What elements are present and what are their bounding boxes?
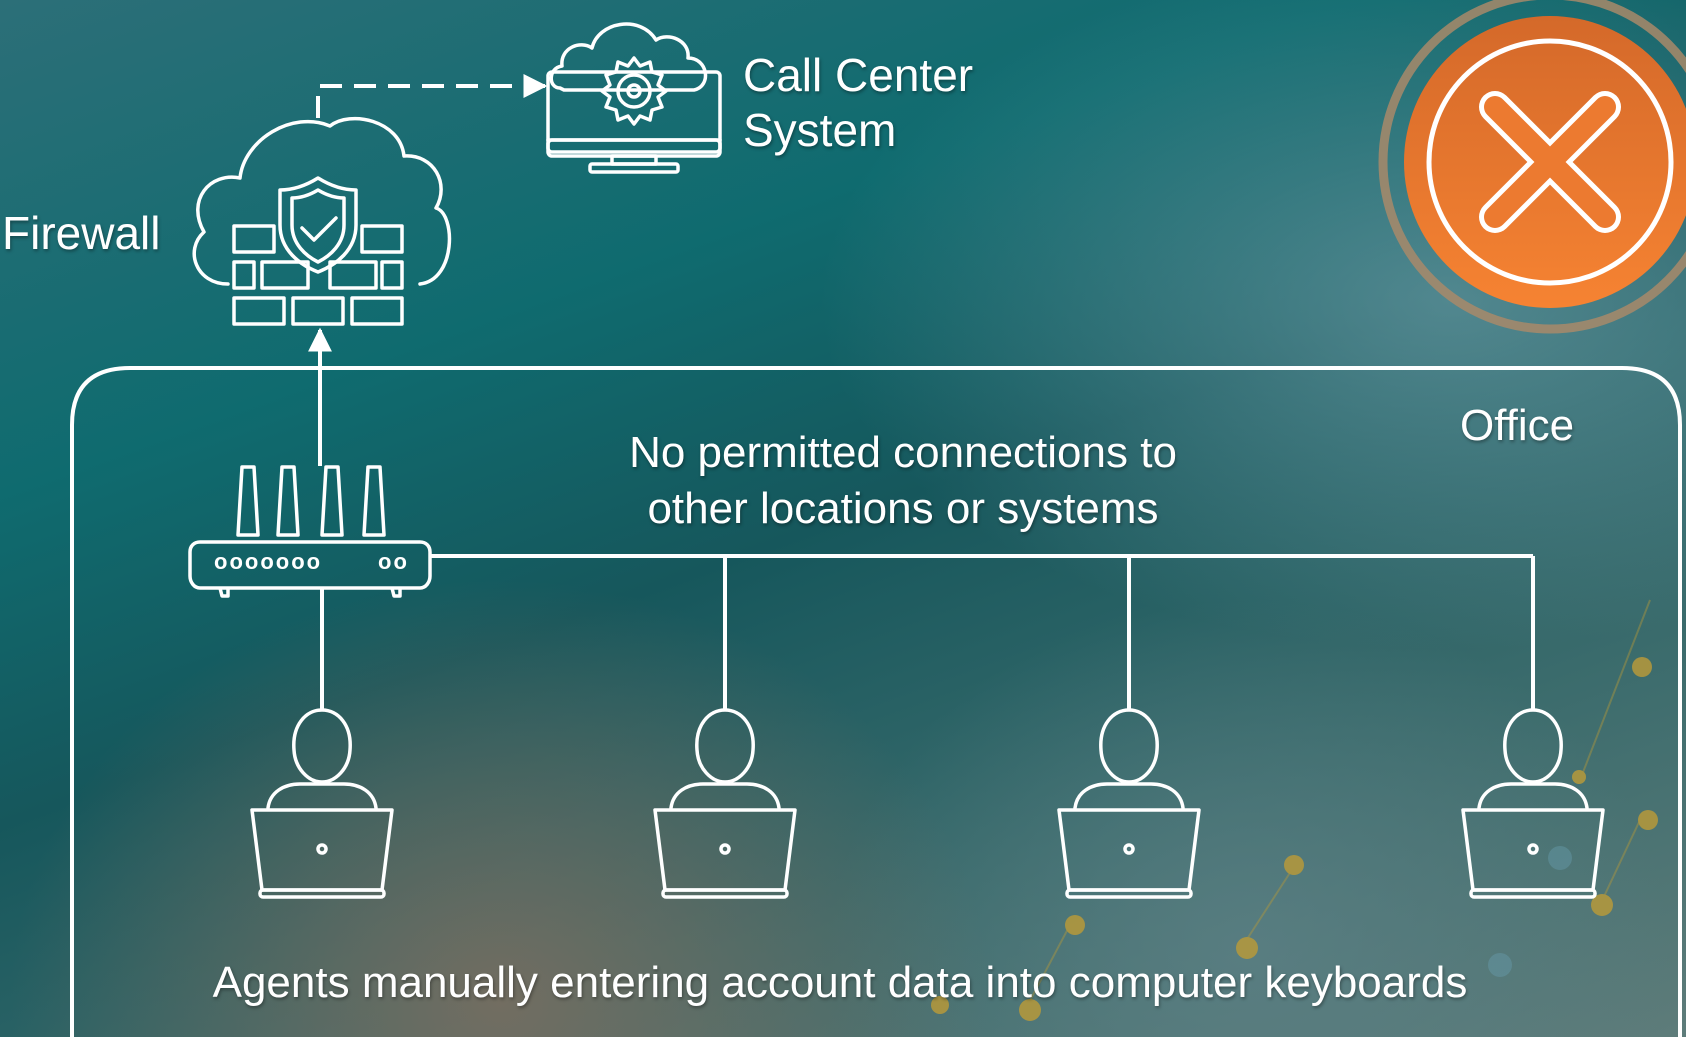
router-left-ports: ooooooo [214,549,322,574]
cloud-gear-monitor-icon [546,22,722,174]
office-boundary [70,366,1682,1037]
dashed-connection [316,74,548,118]
connection-note: No permitted connections to other locati… [560,425,1246,537]
cloud-shield-brick-wall-icon [192,116,452,326]
decorative-dots [931,599,1658,1021]
call-center-label-line1: Call Center [743,49,974,101]
bottom-caption: Agents manually entering account data in… [212,958,1468,1007]
router-icon [188,465,432,598]
close-x-icon [1378,0,1686,334]
agent-laptop-icon [653,708,797,899]
office-label: Office [1460,401,1575,450]
firewall-label: Firewall [2,207,161,259]
call-center-system-label: Call Center System [743,48,973,158]
agent-laptop-icon [1057,708,1201,899]
router-right-ports: oo [378,549,409,574]
agent-laptop-icon [1461,708,1605,899]
agent-laptop-icon [250,708,394,899]
connection-note-line2: other locations or systems [647,484,1159,533]
connection-note-line1: No permitted connections to [629,428,1177,477]
lan-wiring [320,554,1535,710]
call-center-label-line2: System [743,104,897,156]
